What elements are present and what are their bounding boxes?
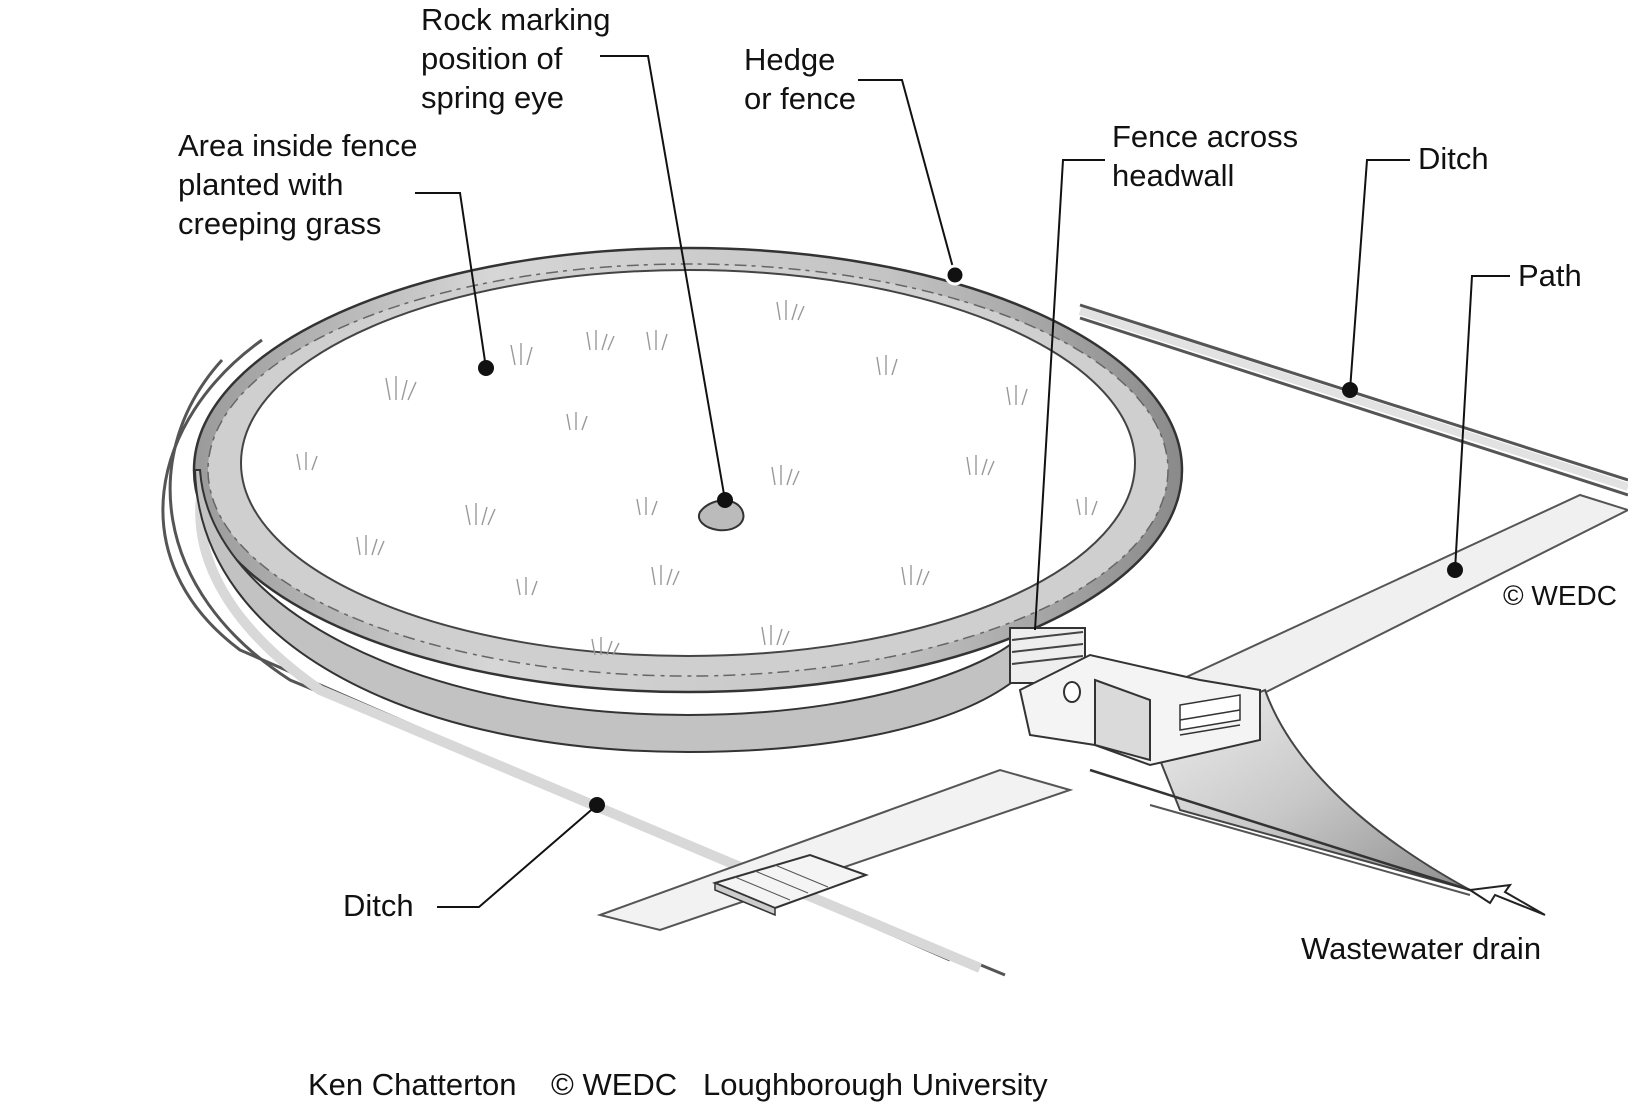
label-rock-marking: Rock marking position of spring eye [421,2,611,115]
dot-ditch-bottom [589,797,605,813]
dot-path [1447,562,1463,578]
credit-author: Ken Chatterton [308,1067,517,1102]
label-ditch-top: Ditch [1418,141,1489,176]
credit-institution: Loughborough University [703,1067,1048,1102]
hedge-ring [192,246,1184,754]
label-hedge: Hedge or fence [744,42,857,116]
label-fence-headwall: Fence across headwall [1112,119,1299,193]
drain-arrow [1467,883,1546,916]
dot-hedge [944,264,966,286]
grass-tufts [296,300,1098,656]
leader-lines [415,55,1510,908]
credit-line: Ken Chatterton © WEDC Loughborough Unive… [308,1065,1048,1104]
label-path: Path [1518,258,1582,293]
leader-dots [478,264,1463,813]
dot-ditch-top [1342,382,1358,398]
dot-area [478,360,494,376]
footbridge [712,853,869,917]
label-area-inside-fence: Area inside fence planted with creeping … [178,128,418,241]
dot-rock [717,492,733,508]
credit-copyright: © WEDC [550,1067,678,1102]
label-wedc-mark: © WEDC [1503,580,1617,611]
label-wastewater-drain: Wastewater drain [1301,931,1542,966]
label-ditch-bottom: Ditch [343,888,414,923]
headwall [1009,627,1261,767]
